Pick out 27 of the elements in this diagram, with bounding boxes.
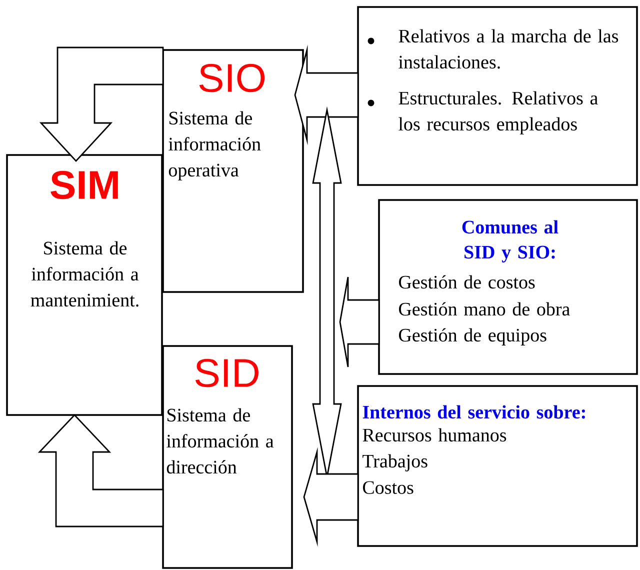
block-arrow xyxy=(294,44,359,146)
list-item: Trabajos xyxy=(362,454,428,472)
heading: Comunes al SID y SIO: xyxy=(462,220,558,262)
block-arrow xyxy=(38,414,164,528)
text-box xyxy=(357,6,638,186)
text-box xyxy=(378,199,638,375)
list-item: Gestión mano de obra xyxy=(398,302,570,316)
body-text: Sistema de información operativa xyxy=(168,111,261,180)
heading: Internos del servicio sobre: xyxy=(362,405,585,419)
list-item: Gestión de costos xyxy=(398,275,535,289)
heading: SIM xyxy=(50,170,118,200)
list-item: Estructurales. Relativos a los recursos empleados xyxy=(398,91,598,134)
list-item: Recursos humanos xyxy=(362,428,506,442)
heading: SIO xyxy=(199,64,265,92)
list-item: Gestión de equipos xyxy=(398,328,546,346)
text-box xyxy=(162,345,293,569)
list-item: Relativos a la marcha de las instalaciones. xyxy=(398,29,618,69)
body-text: Sistema de información a mantenimient. xyxy=(30,241,139,307)
list-item: Costos xyxy=(362,481,414,494)
text-box xyxy=(357,385,638,547)
body-text: Sistema de información a dirección xyxy=(166,408,274,474)
text-box xyxy=(6,154,163,416)
heading: SID xyxy=(195,358,258,388)
block-arrow xyxy=(39,46,164,162)
block-arrow xyxy=(339,276,380,368)
text-box xyxy=(162,49,304,293)
block-arrow xyxy=(303,447,359,547)
